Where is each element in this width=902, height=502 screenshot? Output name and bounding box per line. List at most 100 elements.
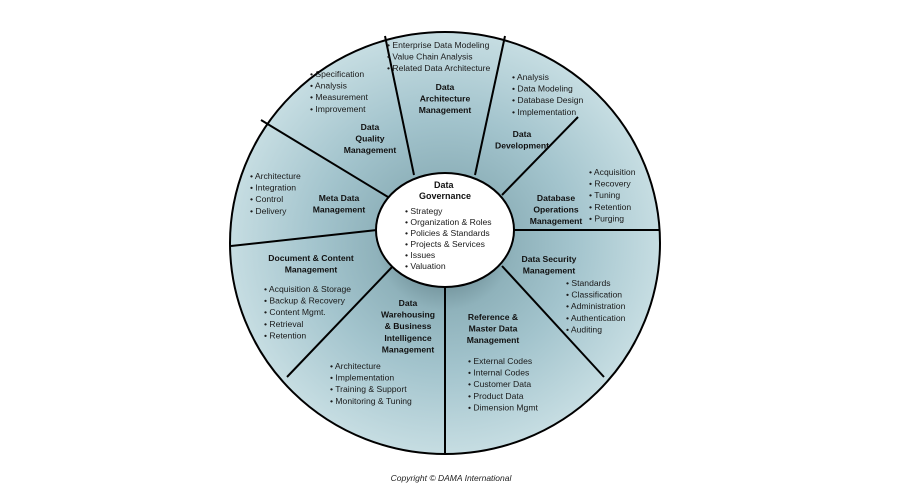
segment-item: • Integration (250, 183, 296, 193)
segment-title-line: Warehousing (381, 310, 435, 320)
segment-title-line: Database (537, 193, 575, 203)
segment-title-line: Development (495, 141, 549, 151)
segment-title-line: Management (467, 335, 520, 345)
segment-item: • External Codes (468, 356, 532, 366)
segment-items: • Architecture • Integration• Control • De… (250, 171, 301, 216)
segment-title-line: Management (530, 216, 583, 226)
segment-item: • Implementation (512, 107, 576, 117)
segment-title-line: Quality (355, 134, 384, 144)
segment-item: • Dimension Mgmt (468, 402, 538, 412)
center-circle (375, 172, 515, 288)
segment-title-line: Data Security (522, 254, 577, 264)
segment-item: • Auditing (566, 324, 602, 334)
segment-items: • External Codes • Internal Codes• Custom… (468, 356, 538, 412)
segment-item: • Control (250, 194, 283, 204)
segment-item: • Value Chain Analysis (387, 52, 473, 62)
segment-item: • Product Data (468, 391, 524, 401)
segment-item: • Data Modeling (512, 84, 573, 94)
segment-title-line: Document & Content (268, 253, 354, 263)
segment-divider (501, 265, 605, 378)
segment-items: • Specification • Analysis• Measurement • … (310, 69, 369, 114)
segment-item: • Authentication (566, 313, 626, 323)
segment-divider (286, 265, 394, 378)
segment-title-line: Data (399, 298, 418, 308)
segment-divider (260, 119, 389, 198)
center-item: • Valuation (405, 261, 446, 271)
segment-item: • Customer Data (468, 379, 531, 389)
segment-title-line: Management (285, 265, 338, 275)
segment-item: • Backup & Recovery (264, 296, 346, 306)
copyright-notice: Copyright © DAMA International (390, 473, 512, 483)
segment-item: • Specification (310, 69, 364, 79)
segment-item: • Monitoring & Tuning (330, 396, 412, 406)
center-title-line: Data (434, 180, 455, 190)
center-title: Data Governance (419, 180, 471, 201)
segment-item: • Delivery (250, 206, 287, 216)
segment-divider (230, 229, 378, 247)
segment-title-line: Intelligence (384, 333, 431, 343)
center-item: • Issues (405, 250, 435, 260)
segment-title-line: Management (344, 145, 397, 155)
segment-title-line: Architecture (420, 94, 471, 104)
segment-items: • Acquisition • Recovery• Tuning • Retenti… (589, 167, 636, 223)
segment-item: • Retrieval (264, 319, 303, 329)
segment-title-line: Management (313, 205, 366, 215)
segment-item: • Internal Codes (468, 368, 529, 378)
segment-item: • Content Mgmt. (264, 307, 326, 317)
segment-item: • Purging (589, 213, 624, 223)
segment-item: • Acquisition (589, 167, 636, 177)
segment-title-line: Operations (533, 205, 579, 215)
segment-items: • Enterprise Data Modeling • Value Chain … (387, 40, 491, 73)
segment-item: • Architecture (250, 171, 301, 181)
segment-title-line: Management (382, 344, 435, 354)
segment-items: • Analysis• Data Modeling• Database Desi… (512, 72, 584, 117)
segment-item: • Related Data Architecture (387, 63, 491, 73)
segment-title-line: Data (513, 129, 532, 139)
segment-dividers (230, 35, 660, 453)
segment-items: • Acquisition & Storage • Backup & Recove… (264, 284, 351, 340)
center-item: • Strategy (405, 206, 443, 216)
segment-item: • Architecture (330, 361, 381, 371)
segment-item: • Retention (589, 202, 631, 212)
center-item: • Policies & Standards (405, 228, 490, 238)
segment-item: • Administration (566, 301, 626, 311)
segment-title-line: Data (361, 122, 380, 132)
segment-divider (384, 35, 415, 176)
segment-item: • Standards (566, 278, 611, 288)
segment-item: • Implementation (330, 373, 394, 383)
segment-item: • Acquisition & Storage (264, 284, 351, 294)
segment-item: • Measurement (310, 92, 369, 102)
segment-item: • Recovery (589, 179, 631, 189)
center-items: • Strategy • Organization & Roles • Poli… (405, 206, 494, 271)
center-item: • Projects & Services (405, 239, 485, 249)
segment-item: • Improvement (310, 104, 366, 114)
segment-item: • Database Design (512, 95, 584, 105)
segment-divider (501, 116, 579, 196)
segment-title-line: Meta Data (319, 193, 360, 203)
segment-item: • Analysis (310, 81, 347, 91)
segment-item: • Tuning (589, 190, 620, 200)
segment-item: • Enterprise Data Modeling (387, 40, 490, 50)
segment-item: • Training & Support (330, 384, 407, 394)
segment-title-line: Management (523, 266, 576, 276)
center-item: • Organization & Roles (405, 217, 492, 227)
